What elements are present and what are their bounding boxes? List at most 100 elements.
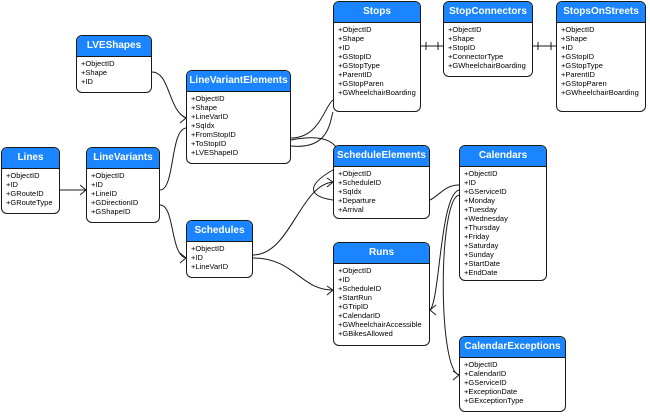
entity-title: Schedules <box>187 221 252 242</box>
field: +ID <box>191 253 203 262</box>
entity-title: StopConnectors <box>444 2 532 23</box>
field: +ScheduleID <box>338 284 382 293</box>
field-list: +ObjectID +Shape +ID +GStopID +GStopType… <box>334 23 420 97</box>
field: +StartRun <box>338 293 372 302</box>
field: +GStopType <box>338 61 380 70</box>
field: +ScheduleID <box>338 178 382 187</box>
cardinality-mark <box>425 42 439 50</box>
field: +GTripID <box>338 302 369 311</box>
field: +ObjectID <box>191 244 225 253</box>
field: +Shape <box>81 68 108 77</box>
field-list: +ObjectID +ID +GServiceID +Monday +Tuesd… <box>460 167 546 277</box>
connector-linevariantelements-scheduleelements <box>290 137 339 201</box>
entity-title: Stops <box>334 2 420 23</box>
entity-linevariants[interactable]: LineVariants +ObjectID +ID +LineID +GDir… <box>86 147 160 223</box>
field: +ObjectID <box>6 171 40 180</box>
field: +GRouteType <box>6 198 53 207</box>
entity-stops[interactable]: Stops +ObjectID +Shape +ID +GStopID +GSt… <box>333 1 421 112</box>
field: +ParentID <box>338 70 372 79</box>
field-list: +ObjectID +Shape +StopID +ConnectorType … <box>444 23 532 70</box>
entity-title: LineVariants <box>87 148 159 169</box>
field: +Departure <box>338 196 376 205</box>
field: +ObjectID <box>91 171 125 180</box>
field: +GStopParen <box>561 79 607 88</box>
field: +ObjectID <box>338 169 372 178</box>
connector-linevariants-schedules <box>159 204 187 259</box>
entity-title: LVEShapes <box>77 36 151 57</box>
field: +ObjectID <box>464 169 498 178</box>
entity-title: ScheduleElements <box>334 146 429 167</box>
field: +GDirectionID <box>91 198 139 207</box>
entity-title: Lines <box>2 148 59 169</box>
field: +GStopID <box>561 52 595 61</box>
connector-calendars-scheduleelements <box>429 184 460 201</box>
field: +ID <box>338 275 350 284</box>
field: +LineID <box>91 189 118 198</box>
field-list: +ObjectID +ID +GRouteID +GRouteType <box>2 169 59 207</box>
field: +LineVarID <box>191 262 229 271</box>
field: +GStopParen <box>338 79 384 88</box>
field: +ID <box>464 178 476 187</box>
entity-lveshapes[interactable]: LVEShapes +ObjectID +Shape +ID <box>76 35 152 93</box>
field: +Shape <box>561 34 588 43</box>
field: +GShapeID <box>91 207 131 216</box>
field: +GStopType <box>561 61 603 70</box>
field: +GWheelchairBoarding <box>338 88 416 97</box>
field: +ParentID <box>561 70 595 79</box>
field: +Saturday <box>464 241 499 250</box>
field: +Shape <box>448 34 475 43</box>
connector-calendars-calendarexceptions <box>442 194 460 376</box>
field: +Thursday <box>464 223 500 232</box>
connector-schedules-scheduleelements <box>252 181 334 256</box>
field: +ToStopID <box>191 139 227 148</box>
entity-stopsonstreets[interactable]: StopsOnStreets +ObjectID +Shape +ID +GSt… <box>556 1 646 112</box>
field: +Friday <box>464 232 490 241</box>
entity-runs[interactable]: Runs +ObjectID +ID +ScheduleID +StartRun… <box>333 242 430 346</box>
field: +Shape <box>338 34 365 43</box>
field-list: +ObjectID +Shape +ID +GStopID +GStopType… <box>557 23 645 97</box>
entity-scheduleelements[interactable]: ScheduleElements +ObjectID +ScheduleID +… <box>333 145 430 219</box>
field: +SqIdx <box>338 187 362 196</box>
field: +LineVarID <box>191 112 229 121</box>
field: +SqIdx <box>191 121 215 130</box>
field: +StartDate <box>464 259 501 268</box>
field: +ID <box>91 180 103 189</box>
entity-schedules[interactable]: Schedules +ObjectID +ID +LineVarID <box>186 220 253 278</box>
field: +StopID <box>448 43 476 52</box>
entity-lines[interactable]: Lines +ObjectID +ID +GRouteID +GRouteTyp… <box>1 147 60 214</box>
crowfoot-mark <box>429 304 437 316</box>
field-list: +ObjectID +ID +ScheduleID +StartRun +GTr… <box>334 264 429 338</box>
entity-calendars[interactable]: Calendars +ObjectID +ID +GServiceID +Mon… <box>459 145 547 281</box>
entity-calendarexceptions[interactable]: CalendarExceptions +ObjectID +CalendarID… <box>459 336 566 412</box>
field-list: +ObjectID +Shape +ID <box>77 57 151 86</box>
field: +Monday <box>464 196 496 205</box>
field: +Wednesday <box>464 214 508 223</box>
entity-title: Calendars <box>460 146 546 167</box>
field: +EndDate <box>464 268 498 277</box>
entity-stopconnectors[interactable]: StopConnectors +ObjectID +Shape +StopID … <box>443 1 533 77</box>
entity-title: CalendarExceptions <box>460 337 565 358</box>
field: +ObjectID <box>561 25 595 34</box>
field-list: +ObjectID +CalendarID +GServiceID +Excep… <box>460 358 565 405</box>
field: +ConnectorType <box>448 52 504 61</box>
connector-lveshapes-linevariantelements <box>151 71 187 119</box>
connector-linevariantelements-stops <box>290 99 334 139</box>
connector-linevariantelements-stops-2 <box>290 111 334 147</box>
field: +GStopID <box>338 52 372 61</box>
field: +Arrival <box>338 205 364 214</box>
connector-schedules-runs <box>252 257 334 291</box>
field: +GRouteID <box>6 189 44 198</box>
entity-title: StopsOnStreets <box>557 2 645 23</box>
field-list: +ObjectID +Shape +LineVarID +SqIdx +From… <box>187 92 290 157</box>
entity-linevariantelements[interactable]: LineVariantElements +ObjectID +Shape +Li… <box>186 70 291 164</box>
field: +ID <box>81 77 93 86</box>
field: +FromStopID <box>191 130 236 139</box>
field: +ObjectID <box>81 59 115 68</box>
field: +GServiceID <box>464 378 507 387</box>
field: +ID <box>561 43 573 52</box>
field: +Shape <box>191 103 218 112</box>
field: +GBikesAllowed <box>338 329 393 338</box>
field: +CalendarID <box>464 369 507 378</box>
field: +GWheelchairBoarding <box>448 61 526 70</box>
connector-linevariants-linevariantelements <box>159 127 187 191</box>
